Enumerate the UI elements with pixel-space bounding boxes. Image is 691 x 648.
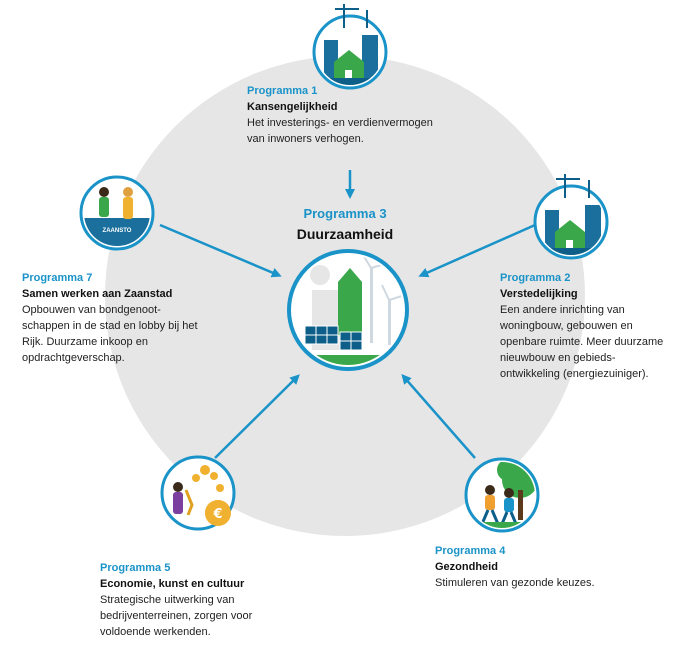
- program-4-name: Gezondheid: [435, 561, 498, 573]
- program-7-label: Programma 7 Samen werken aan Zaanstad Op…: [22, 270, 252, 366]
- program-2-desc-line: Een andere inrichting van: [500, 304, 625, 316]
- program-7-name: Samen werken aan Zaanstad: [22, 288, 173, 300]
- center-program-number: Programma 3: [303, 206, 387, 221]
- euro-symbol: €: [212, 507, 222, 522]
- program-7-desc-line: Opbouwen van bondgenoot-: [22, 304, 161, 316]
- program-1-name: Kansengelijkheid: [247, 101, 338, 113]
- collaboration-icon: ZAANSTO: [79, 175, 155, 251]
- program-4-number: Programma 4: [435, 545, 506, 557]
- program-2-desc-line: openbare ruimte. Meer duurzame: [500, 336, 664, 348]
- program-5-desc-line: bedrijventerreinen, zorgen voor: [100, 610, 253, 622]
- arrow-p2: [418, 223, 536, 278]
- program-5-label: Programma 5 Economie, kunst en cultuur S…: [100, 560, 320, 640]
- sustainability-icon: [287, 249, 409, 371]
- program-1-label: Programma 1 Kansengelijkheid Het investe…: [247, 83, 507, 147]
- program-5-desc-line: voldoende werkenden.: [100, 626, 211, 638]
- program-4-label: Programma 4 Gezondheid Stimuleren van ge…: [435, 543, 655, 591]
- program-7-desc-line: Rijk. Duurzame inkoop en: [22, 336, 148, 348]
- program-5-name: Economie, kunst en cultuur: [100, 578, 245, 590]
- program-7-desc-line: schappen in de stad en lobby bij het: [22, 320, 198, 332]
- program-7-desc-line: opdrachtgeverschap.: [22, 352, 125, 364]
- program-2-desc-line: woningbouw, gebouwen en: [500, 320, 633, 332]
- program-1-number: Programma 1: [247, 85, 318, 97]
- program-7-number: Programma 7: [22, 272, 93, 284]
- program-1-desc-line: Het investerings- en verdienvermogen: [247, 117, 433, 129]
- program-4-desc-line: Stimuleren van gezonde keuzes.: [435, 577, 595, 589]
- arrow-p4: [401, 373, 476, 459]
- program-2-label: Programma 2 Verstedelijking Een andere i…: [500, 270, 685, 382]
- center-program-name: Duurzaamheid: [296, 226, 394, 242]
- program-1-desc-line: van inwoners verhogen.: [247, 133, 364, 145]
- urbanization-icon: [533, 174, 609, 260]
- program-2-name: Verstedelijking: [500, 288, 578, 300]
- program-5-number: Programma 5: [100, 562, 171, 574]
- arrow-p7: [159, 223, 282, 278]
- zaansto-text: ZAANSTO: [103, 228, 132, 234]
- arrow-p5: [214, 374, 300, 459]
- program-2-number: Programma 2: [500, 272, 571, 284]
- program-5-desc-line: Strategische uitwerking van: [100, 594, 235, 606]
- housing-opportunity-icon: [312, 4, 388, 90]
- program-2-desc-line: ontwikkeling (energiezuiniger).: [500, 368, 649, 380]
- economy-culture-icon: €: [160, 455, 236, 531]
- health-icon: [464, 457, 540, 533]
- arrows: [159, 170, 536, 459]
- program-2-desc-line: nieuwbouw en gebieds-: [500, 352, 616, 364]
